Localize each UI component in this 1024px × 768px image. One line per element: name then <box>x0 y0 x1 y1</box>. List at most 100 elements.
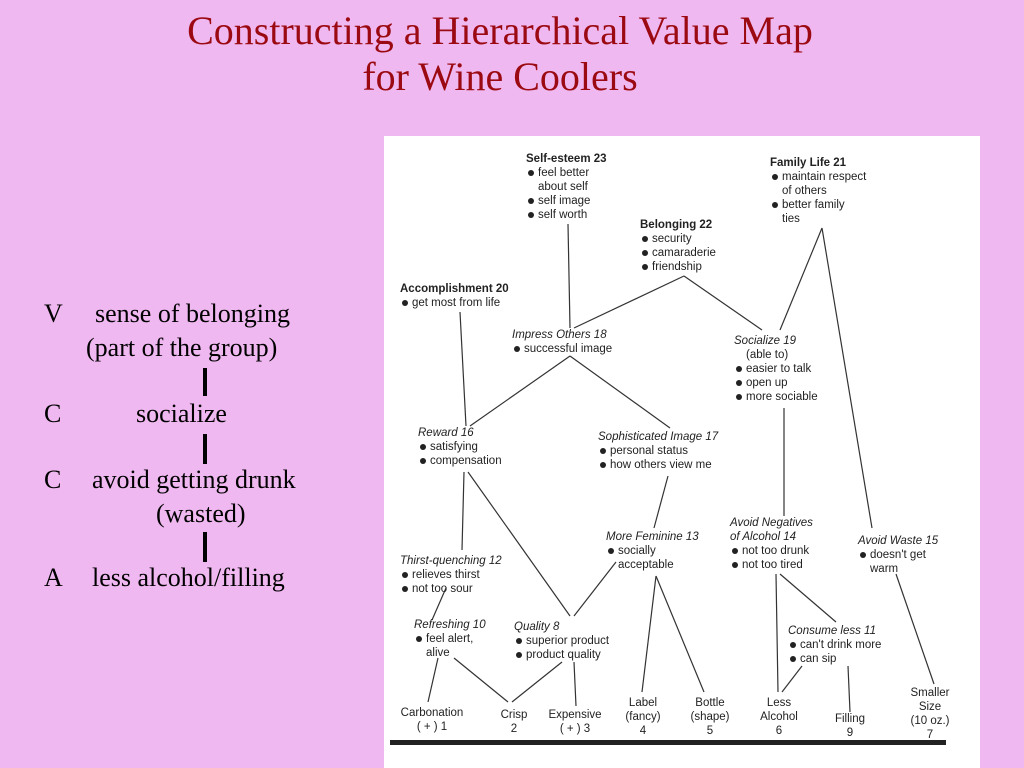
node-bullet: superior product <box>514 634 609 648</box>
node-continuation: acceptable <box>618 559 674 571</box>
link-reward-quality <box>467 471 571 617</box>
link-feminine-quality <box>573 561 617 617</box>
node-title: Socialize 19 <box>734 335 797 347</box>
node-bullet: product quality <box>514 648 609 662</box>
link-quality-expensive <box>573 661 577 707</box>
attribute-name: Expensive <box>548 709 602 721</box>
attribute-name: Label <box>628 697 658 709</box>
node-title-line-2: of Alcohol 14 <box>730 531 797 543</box>
attribute-code: ( + ) 3 <box>559 723 591 735</box>
node-continuation: ties <box>782 213 800 225</box>
node-title: Self-esteem 23 <box>526 153 607 165</box>
node-family-life: Family Life 21 maintain respect of other… <box>770 156 866 226</box>
node-bullet: successful image <box>512 342 612 356</box>
node-bullet: personal status <box>598 444 718 458</box>
node-bullet: self image <box>526 194 607 208</box>
chain-text: socialize <box>136 399 227 428</box>
value-map-figure: Self-esteem 23 feel better about self se… <box>384 136 980 768</box>
node-bullet: not too drunk <box>730 544 813 558</box>
attribute-less-alcohol: Less Alcohol 6 <box>754 696 804 738</box>
attribute-name: Crisp <box>500 709 528 721</box>
link-negatives-consume <box>779 573 837 623</box>
chain-text: less alcohol/filling <box>92 563 285 592</box>
node-more-feminine: More Feminine 13 socially acceptable <box>606 530 699 572</box>
node-sophisticated-image: Sophisticated Image 17 personal status h… <box>598 430 718 472</box>
node-subtitle: (able to) <box>746 349 789 361</box>
link-feminine-label <box>641 575 657 693</box>
node-bullet: maintain respect <box>770 170 866 184</box>
node-title: Quality 8 <box>514 621 560 633</box>
node-bullet: satisfying <box>418 440 502 454</box>
node-title: Sophisticated Image 17 <box>598 431 719 443</box>
node-continuation: alive <box>426 647 450 659</box>
node-title: Belonging 22 <box>640 219 713 231</box>
node-bullet: better family <box>770 198 866 212</box>
node-bullet: doesn't get <box>858 548 938 562</box>
node-quality: Quality 8 superior product product quali… <box>514 620 609 662</box>
node-continuation: warm <box>870 563 899 575</box>
link-feminine-bottle <box>655 575 705 693</box>
link-belonging-impress <box>573 275 685 329</box>
node-bullet: more sociable <box>734 390 818 404</box>
attribute-name: Filling <box>834 713 866 725</box>
attribute-detail-2: (10 oz.) <box>910 715 950 727</box>
node-bullet: get most from life <box>400 296 509 310</box>
link-family-waste <box>821 227 873 529</box>
attribute-code: 7 <box>926 729 934 741</box>
node-continuation: of others <box>782 185 827 197</box>
node-bullet: not too tired <box>730 558 813 572</box>
chain-level-label: C <box>44 399 62 428</box>
attribute-detail: (shape) <box>690 711 730 723</box>
slide-title: Constructing a Hierarchical Value Map fo… <box>0 8 1000 100</box>
link-consume-filling <box>847 665 851 713</box>
attribute-detail: Size <box>918 701 942 713</box>
attribute-code: 6 <box>775 725 783 737</box>
node-title: More Feminine 13 <box>606 531 699 543</box>
attribute-crisp: Crisp 2 <box>492 708 536 736</box>
node-socialize: Socialize 19 (able to) easier to talk op… <box>734 334 818 404</box>
node-continuation: about self <box>538 181 588 193</box>
node-title: Consume less 11 <box>788 625 876 637</box>
node-title: Avoid Negatives <box>730 517 813 529</box>
attribute-label: Label (fancy) 4 <box>618 696 668 738</box>
node-bullet: can't drink more <box>788 638 881 652</box>
node-avoid-negatives: Avoid Negatives of Alcohol 14 not too dr… <box>730 516 813 572</box>
link-negatives-lessalcohol <box>775 573 779 693</box>
node-bullet: relieves thirst <box>400 568 502 582</box>
node-bullet: compensation <box>418 454 502 468</box>
attribute-name: Bottle <box>695 697 725 709</box>
attribute-name: Less <box>766 697 792 709</box>
attribute-code: ( + ) 1 <box>416 721 448 733</box>
link-quality-crisp <box>511 661 563 703</box>
link-accomplishment-reward <box>459 311 467 427</box>
node-belonging: Belonging 22 security camaraderie friend… <box>640 218 716 274</box>
chain-connector <box>203 434 207 464</box>
link-refreshing-crisp <box>453 657 509 703</box>
node-impress-others: Impress Others 18 successful image <box>512 328 612 356</box>
chain-text: avoid getting drunk <box>92 465 296 494</box>
link-impress-reward <box>469 355 571 427</box>
chain-subtext: (wasted) <box>156 499 246 528</box>
node-title: Avoid Waste 15 <box>858 535 939 547</box>
chain-connector <box>203 368 207 396</box>
attribute-bottle: Bottle (shape) 5 <box>684 696 736 738</box>
chain-level-label: V <box>44 299 63 328</box>
link-consume-lessalcohol <box>781 665 803 693</box>
node-reward: Reward 16 satisfying compensation <box>418 426 502 468</box>
node-consume-less: Consume less 11 can't drink more can sip <box>788 624 881 666</box>
attribute-code: 4 <box>639 725 647 737</box>
link-family-socialize <box>779 227 823 331</box>
node-bullet: camaraderie <box>640 246 716 260</box>
node-bullet: can sip <box>788 652 881 666</box>
attribute-detail: Alcohol <box>760 711 798 723</box>
link-selfesteem-impress <box>567 223 571 329</box>
node-bullet: how others view me <box>598 458 718 472</box>
attribute-code: 2 <box>510 723 518 735</box>
base-line <box>390 740 946 745</box>
node-title: Impress Others 18 <box>512 329 607 341</box>
chain-subtext: (part of the group) <box>86 333 278 362</box>
node-bullet: friendship <box>640 260 716 274</box>
attribute-code: 5 <box>706 725 714 737</box>
node-title: Reward 16 <box>418 427 474 439</box>
attribute-detail: (fancy) <box>625 711 661 723</box>
